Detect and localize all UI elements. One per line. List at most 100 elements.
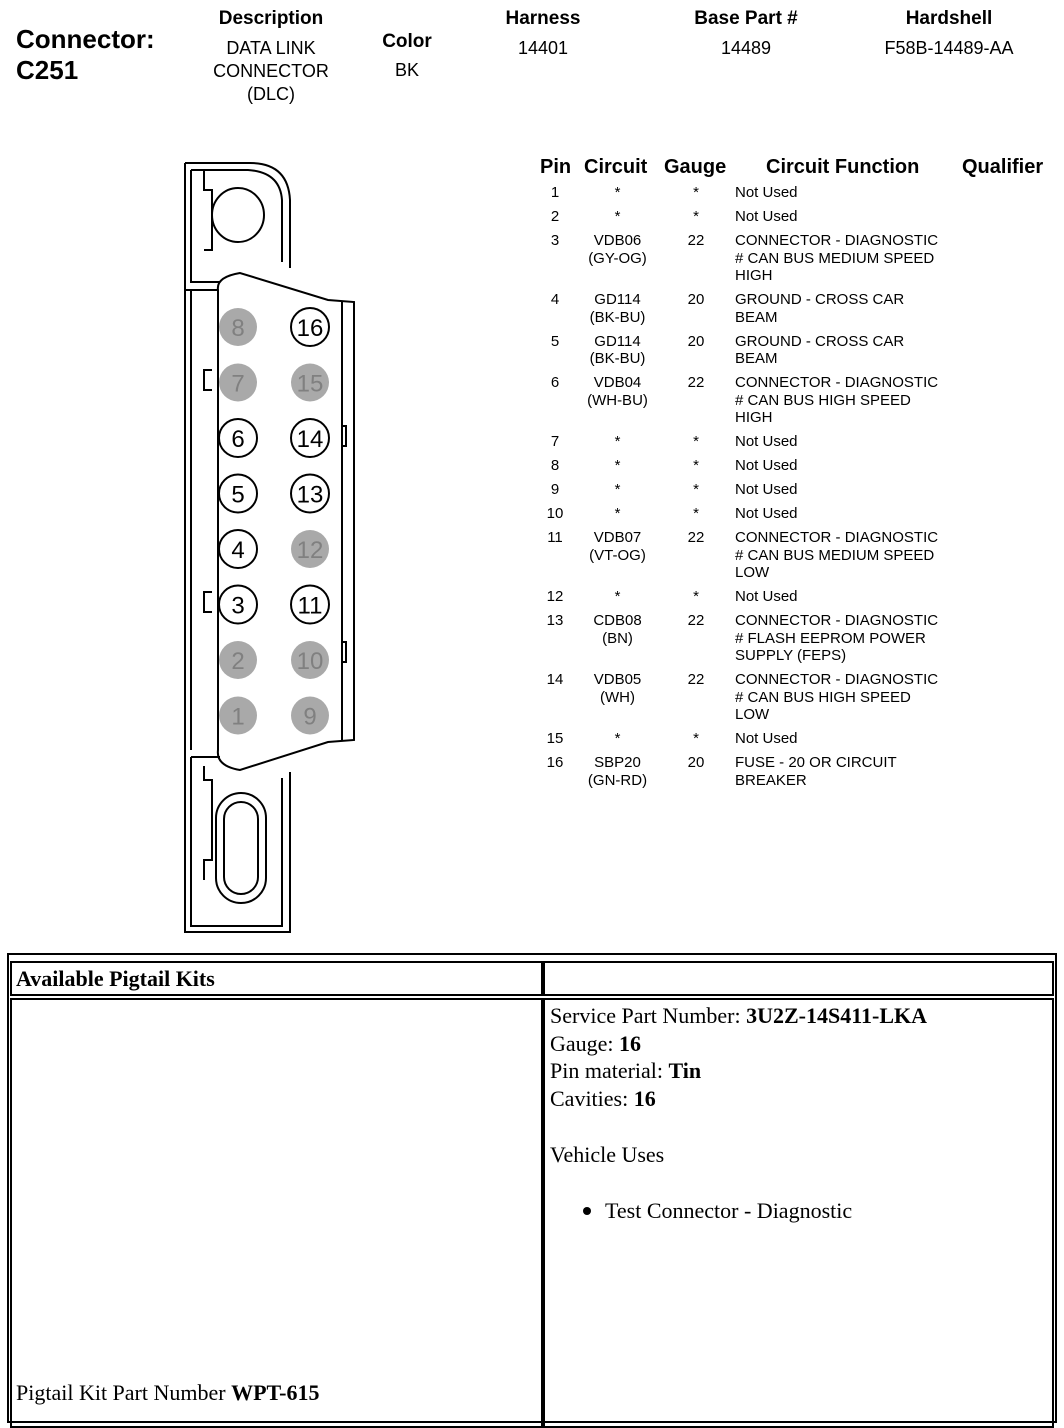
pin-number: 12 [540,588,570,606]
circuit: GD114(BK-BU) [580,333,655,368]
connector-title: Connector: C251 [16,24,155,86]
vehicle-uses-label: Vehicle Uses [550,1142,665,1167]
pin-label-6: 6 [231,426,244,453]
gauge: 20 [677,754,715,772]
col-header-function: Circuit Function [766,156,920,178]
circuit-function-line: GROUND - CROSS CAR [735,291,905,308]
kit-part-number: Pigtail Kit Part Number WPT-615 [16,1380,320,1406]
circuit: * [580,588,655,606]
circuit: CDB08(BN) [580,612,655,647]
pin-cavity-5 [218,473,258,514]
circuit: VDB07(VT-OG) [580,529,655,564]
color-value: BK [394,60,419,80]
circuit-function: Not Used [735,505,965,523]
circuit-line: VDB06 [593,232,642,249]
pin-material-spec: Pin material: Tin [550,1057,701,1085]
circuit-function-line: HIGH [735,267,773,284]
circuit-function-line: LOW [735,564,770,581]
gauge: 22 [677,374,715,392]
pin-number-line: 16 [546,754,564,771]
pin-label-11: 11 [298,593,323,620]
circuit-function-line: LOW [735,706,770,723]
pin-label-4: 4 [231,537,244,564]
description-line: (DLC) [247,84,295,104]
pigtail-details-cell: Service Part Number: 3U2Z-14S411-LKA Gau… [543,998,1054,1428]
description-label: Description [218,8,324,29]
circuit-function-line: GROUND - CROSS CAR [735,332,905,350]
pigtail-title-cell: Available Pigtail Kits [10,961,543,996]
pin-number-line: 7 [550,433,560,450]
pin-number-line: 10 [546,505,564,522]
circuit-line: VDB05 [593,671,642,688]
circuit-function: Not Used [735,433,965,451]
pin-number: 13 [540,612,570,630]
connector-id: C251 [16,55,79,85]
hardshell-label: Hardshell [905,8,993,29]
gauge-line: 20 [687,291,705,308]
pin-label-16: 16 [297,315,324,342]
circuit-function-line: SUPPLY (FEPS) [735,647,847,664]
pin-label-8: 8 [231,315,244,342]
cavities-label: Cavities: [550,1086,634,1111]
service-part: Service Part Number: 3U2Z-14S411-LKA [550,1002,927,1030]
gauge: * [677,457,715,475]
pin-label-14: 14 [297,426,324,453]
hardshell-column: Hardshell F58B-14489-AA [862,8,1036,60]
circuit-function-line: CONNECTOR - DIAGNOSTIC [735,374,939,391]
circuit-function-line: Not Used [735,730,798,747]
pin-cavity-14 [290,418,330,458]
pin-number-line: 8 [550,457,560,474]
circuit: SBP20(GN-RD) [580,754,655,789]
circuit-function-line: BEAM [735,350,778,367]
circuit-function-line: HIGH [735,409,773,426]
kit-part-label: Pigtail Kit Part Number [16,1380,232,1405]
gauge: 22 [677,612,715,630]
pigtail-title-right-cell [543,961,1054,996]
harness-value: 14401 [517,38,569,58]
circuit-function: CONNECTOR - DIAGNOSTIC# CAN BUS MEDIUM S… [735,529,965,582]
pin-label-5: 5 [231,482,244,509]
cavities-value: 16 [633,1086,656,1111]
gauge: * [677,588,715,606]
cavities-spec: Cavities: 16 [550,1085,656,1113]
pin-cavity-12 [291,530,329,568]
pin-number-line: 13 [546,612,564,629]
pin-label-3: 3 [231,593,244,620]
gauge-line: 22 [687,374,705,391]
gauge: 20 [677,291,715,309]
circuit-function-line: # CAN BUS HIGH SPEED [735,391,911,409]
circuit-line: * [614,184,621,201]
pin-cavity-13 [290,473,330,514]
pin-label-10: 10 [297,648,324,675]
gauge: * [677,208,715,226]
gauge-line: * [693,208,699,225]
pin-number: 11 [540,529,570,547]
pin-cavity-15 [291,363,329,402]
circuit-line: CDB08 [593,612,642,629]
circuit-line: SBP20 [594,754,641,771]
gauge-label: Gauge: [550,1031,620,1056]
hardshell-value: F58B-14489-AA [884,38,1014,58]
pin-label-7: 7 [231,371,244,398]
pin-number-line: 4 [550,291,560,308]
pin-cavity-3 [218,584,258,625]
circuit: VDB04(WH-BU) [580,374,655,409]
circuit: * [580,208,655,226]
pin-number: 5 [540,333,570,351]
circuit-line: (WH) [600,688,635,706]
kit-part-value: WPT-615 [231,1380,320,1405]
gauge-line: 20 [687,754,705,771]
pin-number: 2 [540,208,570,226]
pin-number-line: 3 [550,232,560,249]
harness-column: Harness 14401 [488,8,598,60]
gauge: 22 [677,671,715,689]
gauge: * [677,730,715,748]
service-part-label: Service Part Number: [550,1003,747,1028]
circuit-function: Not Used [735,184,965,202]
circuit-function-line: CONNECTOR - DIAGNOSTIC [735,232,939,249]
pin-number: 7 [540,433,570,451]
pin-number: 6 [540,374,570,392]
pigtail-kit-cell: Pigtail Kit Part Number WPT-615 [10,998,543,1428]
circuit-function: CONNECTOR - DIAGNOSTIC# FLASH EEPROM POW… [735,612,965,665]
